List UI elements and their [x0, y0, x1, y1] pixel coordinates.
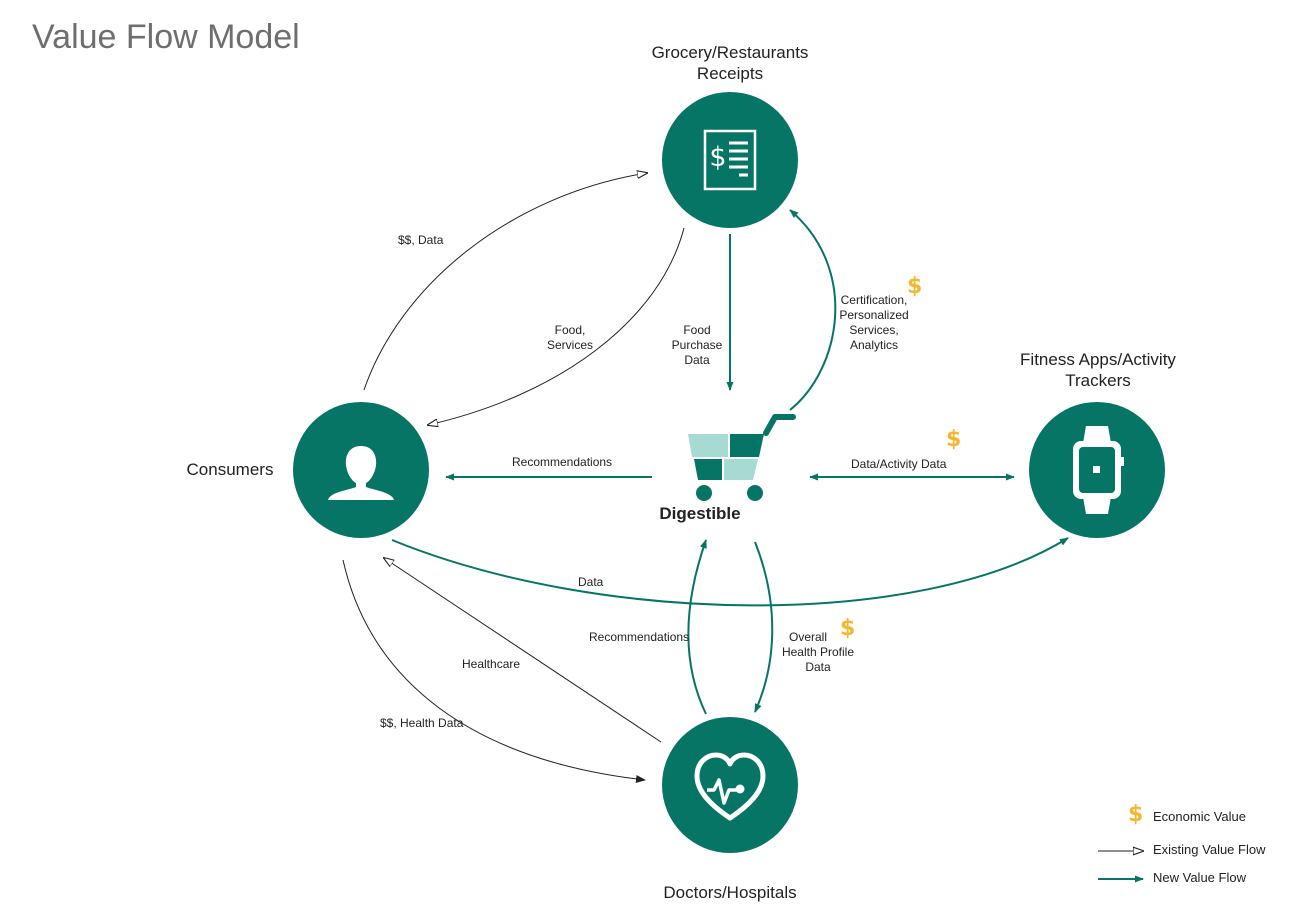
legend-economic-label: Economic Value: [1153, 809, 1246, 824]
flow-label-consumers-to-fitness: Data: [578, 575, 604, 589]
legend-new-label: New Value Flow: [1153, 870, 1246, 885]
shopping-cart-icon: [688, 414, 796, 501]
flow-label-doctors-to-consumers: Healthcare: [462, 657, 521, 671]
arrow-hub-to-grocery: [789, 209, 837, 411]
heart-pulse-icon: [694, 752, 766, 821]
flow-label-doctors-to-hub: Recommendations: [589, 630, 690, 644]
arrow-doctors-to-consumers: [384, 558, 662, 743]
arrow-consumers-to-doctors: [342, 559, 646, 783]
flow-text-line: Food: [683, 323, 711, 337]
economic-value-icon-grocery: $: [907, 274, 923, 299]
fitness-label: Fitness Apps/Activity Trackers: [988, 349, 1208, 391]
flow-label-hub-fitness: Data/Activity Data: [851, 457, 947, 471]
flow-label-grocery-to-hub: Food Purchase Data: [662, 323, 732, 368]
economic-value-icon-fitness: $: [946, 427, 962, 452]
grocery-node: $: [662, 92, 798, 228]
flow-text-line: Analytics: [849, 338, 899, 352]
legend-existing-label: Existing Value Flow: [1153, 842, 1266, 857]
flow-text-line: Data: [805, 660, 831, 674]
grocery-label: Grocery/Restaurants Receipts: [610, 42, 850, 84]
grocery-label-line2: Receipts: [696, 64, 764, 83]
svg-text:$: $: [709, 142, 726, 173]
flow-text-line: Certification,: [840, 293, 908, 307]
arrow-consumers-to-grocery: [363, 173, 647, 391]
economic-value-icon-doctors: $: [840, 616, 856, 641]
doctors-label: Doctors/Hospitals: [663, 883, 797, 902]
fitness-node: [1029, 402, 1165, 538]
smartwatch-icon: [1073, 426, 1124, 514]
flow-label-hub-to-doctors: Overall Health Profile Data: [778, 630, 858, 675]
flow-text-line: Health Profile: [781, 645, 855, 659]
receipt-icon: $: [703, 129, 757, 191]
flow-text-line: Overall: [788, 630, 827, 644]
arrow-grocery-to-consumers: [428, 227, 685, 425]
arrow-consumers-to-fitness: [391, 537, 1069, 607]
flow-label-hub-to-consumers: Recommendations: [512, 455, 613, 469]
flow-label-consumers-to-grocery: $$, Data: [398, 233, 444, 247]
hub-label: Digestible: [659, 504, 741, 523]
flow-text-line: Personalized: [839, 308, 909, 322]
flow-text-line: Food,: [554, 323, 586, 337]
fitness-label-line1: Fitness Apps/Activity: [1020, 350, 1176, 369]
flow-label-consumers-to-doctors: $$, Health Data: [380, 716, 464, 730]
fitness-label-line2: Trackers: [1065, 371, 1131, 390]
flow-label-grocery-to-consumers: Food, Services: [530, 323, 610, 353]
doctors-node: [662, 717, 798, 853]
flow-text-line: Purchase: [671, 338, 723, 352]
flow-text-line: Services: [546, 338, 593, 352]
arrow-hub-to-doctors: [754, 541, 774, 713]
person-icon: [328, 446, 394, 500]
consumers-node: [293, 402, 429, 538]
consumers-label: Consumers: [186, 460, 274, 479]
flow-text-line: Data: [684, 353, 710, 367]
grocery-label-line1: Grocery/Restaurants: [651, 43, 809, 62]
arrow-doctors-to-hub: [687, 539, 707, 715]
legend-economic-icon: $: [1128, 802, 1144, 827]
flow-label-hub-to-grocery: Certification, Personalized Services, An…: [832, 293, 916, 353]
page-title: Value Flow Model: [32, 18, 300, 56]
flow-text-line: Services,: [849, 323, 899, 337]
